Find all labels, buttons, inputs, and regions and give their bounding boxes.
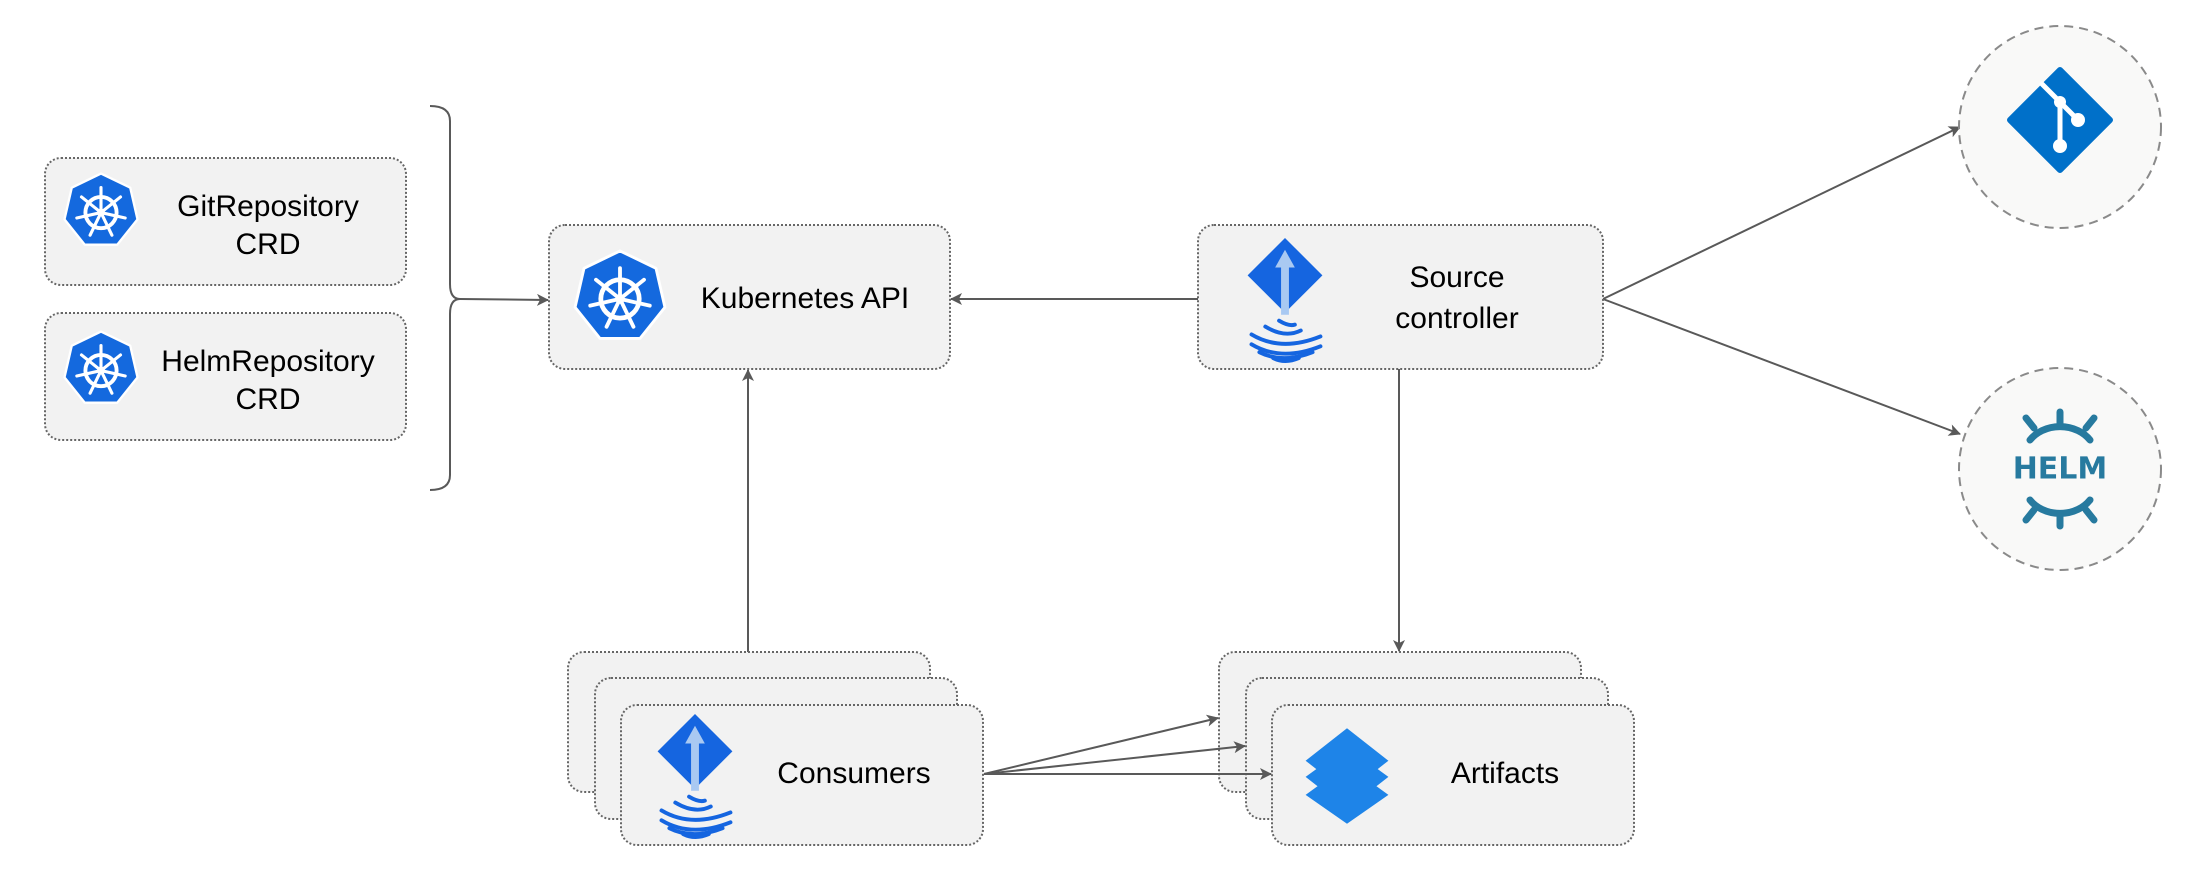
node-label: HelmRepository (161, 345, 374, 378)
node-label: Kubernetes API (701, 282, 909, 315)
node-label: controller (1395, 302, 1518, 335)
consumers-node[interactable]: Consumers (567, 651, 984, 846)
node-label: CRD (236, 383, 301, 416)
helm-repository-crd-node[interactable]: HelmRepository CRD (44, 312, 407, 441)
source-controller-node[interactable]: Source controller (1197, 224, 1604, 370)
edge-consumers-to-artifacts (983, 741, 1246, 775)
crd-brace (429, 105, 461, 491)
git-icon (2007, 67, 2113, 173)
node-label: Consumers (777, 757, 930, 790)
node-label: GitRepository (177, 190, 359, 223)
node-label: Artifacts (1451, 757, 1559, 790)
git-node[interactable] (1958, 25, 2162, 229)
edge-source-to-helm (1602, 298, 1961, 436)
helm-logo-text: HELM (2013, 452, 2108, 487)
helm-icon (2022, 408, 2098, 530)
helm-node[interactable]: HELM (1958, 367, 2162, 571)
node-label: CRD (236, 228, 301, 261)
edge-crds-to-kubernetes-api (459, 293, 549, 306)
artifacts-node[interactable]: Artifacts (1218, 651, 1635, 846)
node-label: Source (1409, 261, 1504, 294)
git-repository-crd-node[interactable]: GitRepository CRD (44, 157, 407, 286)
kubernetes-api-node[interactable]: Kubernetes API (548, 224, 951, 370)
edge-source-to-git (1602, 126, 1961, 300)
edge-consumers-to-artifacts (983, 714, 1219, 775)
